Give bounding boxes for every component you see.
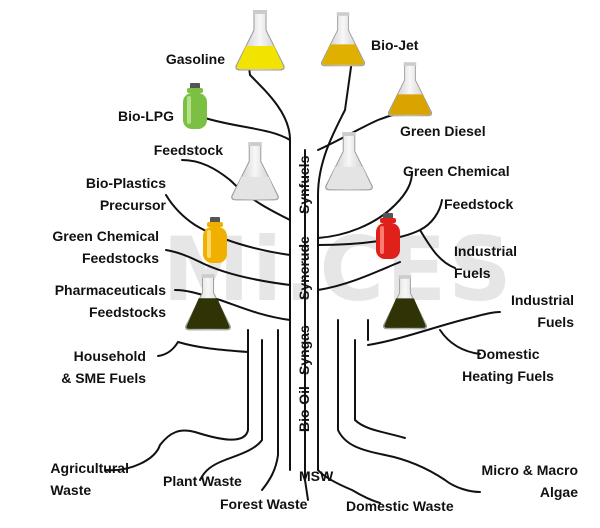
branch-industrial-fuels-1: [419, 229, 456, 269]
root-forest-waste: [261, 329, 279, 491]
label-line: Domestic: [476, 346, 540, 362]
conical-flask-icon: [320, 12, 366, 67]
branch-bio-plastics: [165, 194, 291, 256]
gas-cylinder-icon: [203, 217, 227, 263]
label-line: Feedstocks: [88, 304, 166, 320]
conical-flask-icon: [235, 10, 285, 71]
label-household-sme-fuels: Household & SME Fuels: [61, 345, 146, 389]
label-line: Industrial: [454, 243, 518, 259]
label-gasoline: Gasoline: [165, 51, 225, 67]
label-micro-macro-algae: Micro & Macro Algae: [482, 459, 578, 503]
label-line: Fuels: [537, 314, 574, 330]
label-line: Agricultural: [50, 460, 129, 476]
label-feedstock-2: Feedstock: [444, 196, 514, 212]
label-line: Green Chemical: [52, 228, 159, 244]
label-bio-plastics-precursor: Bio-Plastics Precursor: [86, 172, 166, 216]
label-line: Heating Fuels: [462, 368, 554, 384]
label-line: Feedstocks: [81, 250, 159, 266]
branch-household: [157, 340, 249, 357]
stage-bio-oil: Bio-Oil: [296, 386, 312, 432]
label-bio-jet: Bio-Jet: [371, 37, 419, 53]
branch-feedstock: [181, 159, 291, 221]
trunk-right-line: [317, 59, 353, 471]
gas-cylinder-icon: [183, 83, 207, 129]
root-msw: [304, 479, 309, 501]
stage-syngas: Syngas: [296, 325, 312, 375]
branch-green-chem-feedstocks: [165, 249, 291, 286]
label-line: Household: [73, 348, 146, 364]
label-bio-lpg: Bio-LPG: [118, 108, 174, 124]
stage-synfuels: Synfuels: [296, 155, 312, 214]
branch-bio-lpg: [204, 117, 291, 141]
label-line: Micro & Macro: [481, 462, 578, 478]
conical-flask-icon: [231, 142, 279, 201]
trunk-left-line: [247, 59, 291, 471]
label-line: & SME Fuels: [61, 370, 146, 386]
label-feedstock: Feedstock: [153, 142, 223, 158]
label-green-chemical: Green Chemical: [403, 163, 510, 179]
root-plant-waste: [199, 339, 263, 481]
label-msw: MSW: [299, 468, 334, 484]
label-domestic-waste: Domestic Waste: [346, 498, 454, 514]
conical-flask-icon: [185, 274, 231, 331]
label-green-chemical-feedstocks: Green Chemical Feedstocks: [52, 225, 159, 269]
branch-pharma: [174, 289, 291, 321]
label-green-diesel: Green Diesel: [400, 123, 486, 139]
label-line: Fuels: [454, 265, 491, 281]
conical-flask-icon: [387, 62, 433, 117]
branch-domestic-heating: [439, 329, 481, 355]
root-agricultural: [104, 354, 249, 472]
label-line: Industrial: [510, 292, 574, 308]
root-right-inner: [354, 339, 406, 439]
label-line: Algae: [539, 484, 578, 500]
branch-feedstock-2: [317, 199, 443, 246]
root-algae: [337, 319, 481, 493]
label-agricultural-waste: Agricultural Waste: [50, 457, 129, 501]
label-plant-waste: Plant Waste: [163, 473, 242, 489]
stage-syncrude: Syncrude: [296, 236, 312, 300]
label-line: Precursor: [99, 197, 166, 213]
label-industrial-fuels-2: Industrial Fuels: [511, 289, 574, 333]
conical-flask-icon: [382, 275, 428, 330]
branch-green-chemical: [317, 171, 413, 239]
gas-cylinder-icon: [376, 213, 400, 259]
branch-industrial-fuels-2: [367, 311, 501, 346]
label-line: Waste: [50, 482, 92, 498]
label-line: Bio-Plastics: [85, 175, 166, 191]
label-pharmaceuticals-feedstocks: Pharmaceuticals Feedstocks: [55, 279, 166, 323]
conical-flask-icon: [325, 132, 373, 191]
label-industrial-fuels-1: Industrial Fuels: [454, 240, 517, 284]
label-forest-waste: Forest Waste: [220, 496, 308, 512]
label-line: Pharmaceuticals: [54, 282, 166, 298]
root-domestic-waste: [317, 469, 381, 504]
label-domestic-heating-fuels: Domestic Heating Fuels: [454, 343, 562, 387]
branch-right-mid: [317, 261, 401, 291]
